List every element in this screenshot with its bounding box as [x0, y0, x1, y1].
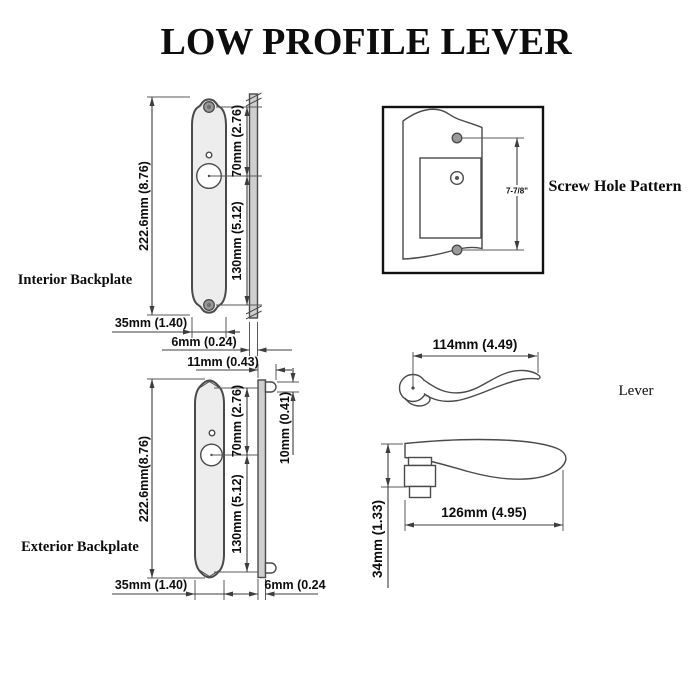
screw-hole-top-center: [206, 104, 212, 110]
interior-backplate-label: Interior Backplate: [18, 272, 133, 288]
pattern-screw-top: [451, 132, 463, 144]
lever-body-side-view: [404, 438, 567, 480]
page-title: LOW PROFILE LEVER: [160, 21, 572, 63]
dim-top-length: 114mm (4.49): [433, 337, 518, 352]
lever-grip-curl: [404, 394, 431, 407]
dim-post-height: 10mm (0.41): [278, 392, 292, 464]
interior-backplate-drawing: 222.6mm (8.76) 70mm (2.76) 130mm (5.12) …: [18, 92, 292, 356]
dimension-lines: [112, 97, 292, 353]
dim-width: 35mm (1.40): [115, 578, 187, 592]
dim-screw-spacing: 7-7/8": [506, 187, 528, 196]
spindle-hole: [208, 429, 216, 437]
exterior-backplate-side-view: [257, 379, 267, 579]
dim-height: 222.6mm(8.76): [137, 436, 151, 522]
exterior-backplate-label: Exterior Backplate: [21, 539, 139, 555]
spindle-rosette-center: [455, 176, 459, 180]
break-hatch-marks: [245, 92, 262, 320]
dim-cylinder-to-bottom: 130mm (5.12): [230, 201, 244, 280]
dim-thickness: 6mm (0.24): [171, 335, 236, 349]
spindle-collar-body: [403, 464, 437, 488]
interior-backplate-side-view: [248, 93, 259, 319]
screw-hole-pattern-label: Screw Hole Pattern: [549, 178, 682, 195]
spindle-collar-foot: [408, 485, 432, 499]
dimension-lines: [112, 367, 318, 597]
lever-side-view: 34mm (1.33) 126mm (4.95): [370, 438, 567, 588]
dim-lever-height: 34mm (1.33): [370, 500, 385, 578]
exterior-backplate-drawing: 222.6mm(8.76) 70mm (2.76) 130mm (5.12) 3…: [21, 355, 326, 600]
screw-hole-bottom-center: [206, 302, 212, 308]
interior-backplate-front-view: [191, 98, 227, 314]
dim-width: 35mm (1.40): [115, 316, 187, 330]
dim-top-to-cylinder: 70mm (2.76): [230, 105, 244, 177]
dim-top-to-cylinder: 70mm (2.76): [230, 385, 244, 457]
extension-lines: [147, 364, 299, 600]
dim-side-length: 126mm (4.95): [441, 505, 527, 520]
exterior-backplate-front-view: [194, 379, 225, 579]
mounting-post-top: [264, 381, 277, 393]
latch-faceplate: [419, 157, 482, 239]
lever-blade-top-view: [423, 369, 541, 403]
dim-cylinder-to-bottom: 130mm (5.12): [230, 474, 244, 553]
dim-label-backing: [504, 185, 530, 196]
dim-thickness: 6mm (0.24: [264, 578, 325, 592]
lever-drawing: 114mm (4.49) 34mm (1.33) 126mm (4.95) Le…: [370, 337, 653, 588]
mounting-post-bottom: [264, 562, 277, 574]
lever-label: Lever: [619, 383, 654, 399]
spindle-hole: [205, 151, 213, 159]
extension-lines: [147, 96, 262, 356]
dimension-lines: [385, 444, 563, 588]
dim-height: 222.6mm (8.76): [137, 161, 151, 251]
dim-hub-offset: 11mm (0.43): [187, 355, 259, 369]
top-facet-line: [198, 380, 221, 389]
lever-hub-center: [411, 386, 415, 390]
lever-top-view: 114mm (4.49): [398, 337, 541, 407]
screw-hole-pattern-drawing: 7-7/8" Screw Hole Pattern: [381, 105, 682, 275]
spindle-collar-lip: [407, 456, 433, 467]
pattern-screw-bottom: [451, 244, 463, 256]
